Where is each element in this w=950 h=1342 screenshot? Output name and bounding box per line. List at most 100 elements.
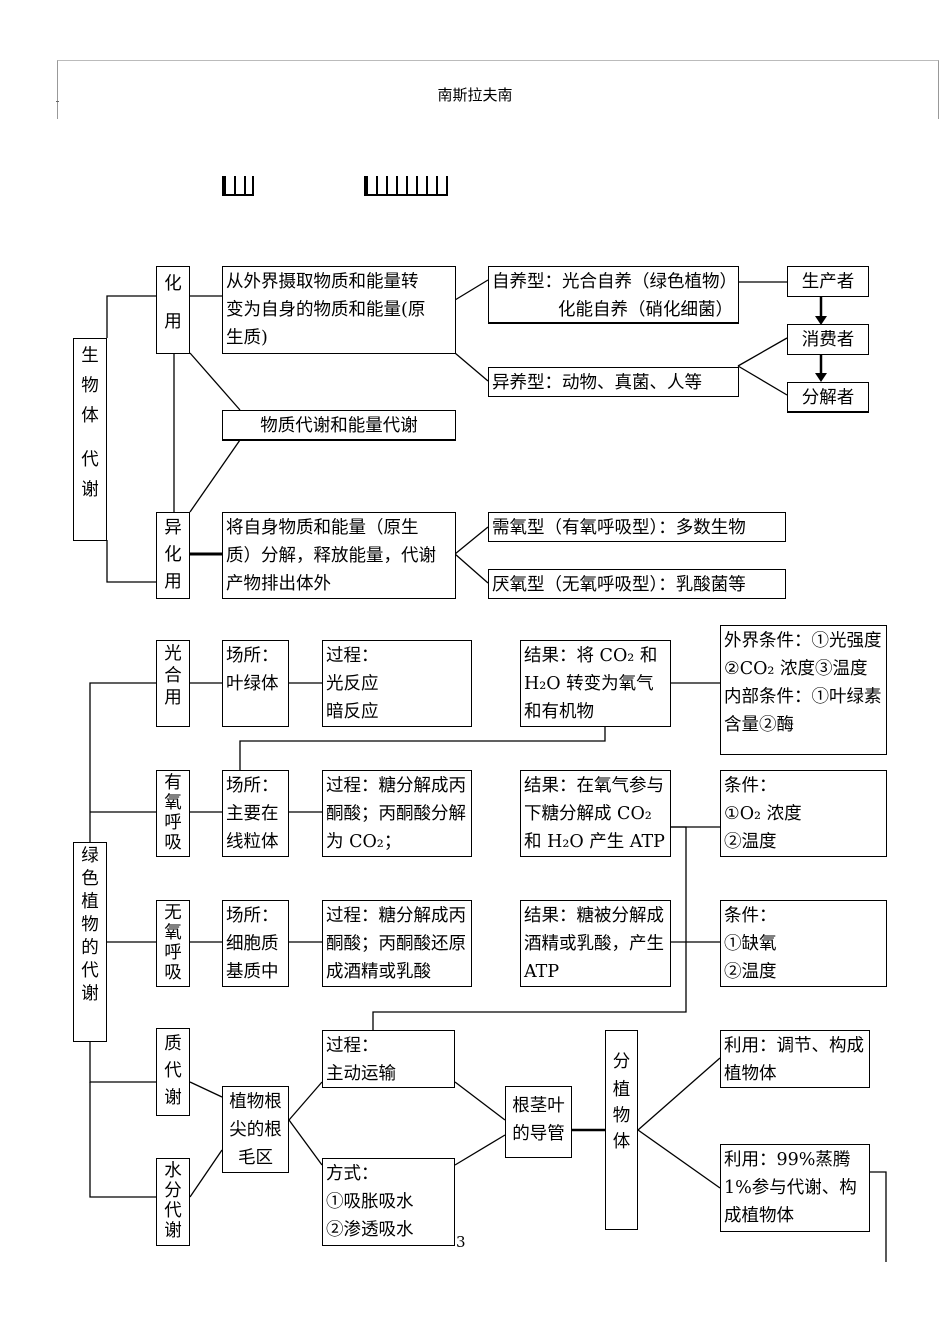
dissimilation-char: 异 — [164, 518, 182, 538]
water-char: 谢 — [164, 1221, 182, 1241]
anaero-process-box: 过程：糖分解成丙 酮酸；丙酮酸还原 成酒精或乳酸 — [322, 900, 472, 987]
dissimilation-desc-line: 质）分解，释放能量，代谢 — [226, 546, 436, 566]
aero-char: 有 — [164, 773, 182, 793]
photo-cond-line: 内部条件：①叶绿素 — [724, 687, 882, 707]
organism-char: 谢 — [81, 480, 99, 500]
aero-process-line: 酮酸；丙酮酸分解 — [326, 804, 466, 824]
plant-char: 物 — [81, 915, 99, 935]
photo-process-line: 过程： — [326, 646, 379, 666]
page-header-title: 南斯拉夫南 — [437, 86, 513, 104]
photo-result-line: 和有机物 — [524, 702, 594, 722]
anaero-result-line: 结果：糖被分解成 — [524, 906, 664, 926]
dissimilation-char: 化 — [164, 545, 182, 565]
photo-place-line: 叶绿体 — [226, 674, 279, 694]
title-glyphs-right — [364, 176, 448, 196]
assimilation-desc-box: 从外界摄取物质和能量转 变为自身的物质和能量(原 生质) — [222, 266, 456, 354]
dissimilation-desc-line: 产物排出体外 — [226, 574, 331, 594]
water-metabolism-label-box: 水 分 代 谢 — [156, 1158, 190, 1246]
anaero-process-line: 酮酸；丙酮酸还原 — [326, 934, 466, 954]
anaero-place-line: 细胞质 — [226, 934, 279, 954]
dissimilation-char: 用 — [164, 572, 182, 592]
water-method-line: 方式： — [326, 1164, 379, 1184]
photo-result-line: 结果：将 CO₂ 和 — [524, 646, 658, 666]
water-char: 代 — [164, 1201, 182, 1221]
anaero-place-box: 场所： 细胞质 基质中 — [222, 900, 289, 987]
page-number: 3 — [456, 1233, 466, 1251]
heterotroph-text: 异养型：动物、真菌、人等 — [492, 373, 702, 393]
plant-char: 代 — [81, 961, 99, 981]
anaero-cond-line: ①缺氧 — [724, 934, 777, 954]
vessel-line: 的导管 — [512, 1124, 565, 1144]
mineral-process-line: 主动运输 — [326, 1064, 396, 1084]
anaero-char: 无 — [164, 903, 182, 923]
anaero-place-line: 基质中 — [226, 962, 279, 982]
photo-result-box: 结果：将 CO₂ 和 H₂O 转变为氧气 和有机物 — [520, 640, 671, 727]
photo-cond-line: 外界条件：①光强度 — [724, 631, 882, 651]
mineral-char: 代 — [164, 1061, 182, 1081]
autotroph-line: 自养型：光合自养（绿色植物） — [492, 272, 737, 292]
organism-char: 体 — [81, 406, 99, 426]
aero-result-box: 结果：在氧气参与 下糖分解成 CO₂ 和 H₂O 产生 ATP — [520, 770, 671, 857]
plant-char: 绿 — [81, 846, 99, 866]
anaerobic-type-text: 厌氧型（无氧呼吸型）：乳酸菌等 — [492, 575, 746, 595]
dissimilation-desc-box: 将自身物质和能量（原生 质）分解，释放能量，代谢 产物排出体外 — [222, 512, 456, 599]
water-char: 水 — [164, 1161, 182, 1181]
aero-char: 呼 — [164, 813, 182, 833]
plant-char: 色 — [81, 869, 99, 889]
aero-char: 吸 — [164, 833, 182, 853]
root-line: 植物根 — [229, 1092, 282, 1112]
anaero-result-box: 结果：糖被分解成 酒精或乳酸，产生 ATP — [520, 900, 671, 987]
assimilation-label-box: 化 用 — [156, 266, 190, 354]
decomposer-box: 分解者 — [787, 382, 869, 413]
header-tick — [56, 101, 59, 102]
consumer-text: 消费者 — [801, 330, 855, 350]
use2-line: 利用：99%蒸腾 — [724, 1150, 851, 1170]
photo-cond-line: 含量②酶 — [724, 715, 794, 735]
water-method-line: ②渗透吸水 — [326, 1220, 414, 1240]
aero-process-box: 过程：糖分解成丙 酮酸；丙酮酸分解 为 CO₂； — [322, 770, 472, 857]
root-line: 尖的根 — [229, 1120, 282, 1140]
aero-process-line: 为 CO₂； — [326, 832, 402, 852]
title-glyphs-left — [222, 176, 254, 196]
anaero-char: 氧 — [164, 923, 182, 943]
organism-char: 物 — [81, 376, 99, 396]
aero-place-line: 场所： — [226, 776, 279, 796]
distribute-char: 物 — [612, 1106, 631, 1126]
anaerobic-type-box: 厌氧型（无氧呼吸型）：乳酸菌等 — [488, 569, 786, 599]
use-box-1: 利用：调节、构成 植物体 — [720, 1030, 870, 1088]
anaero-process-line: 过程：糖分解成丙 — [326, 906, 466, 926]
distribute-box: 分 植 物 体 — [605, 1030, 638, 1230]
center-label: 物质代谢和能量代谢 — [260, 416, 418, 436]
use2-line: 成植物体 — [724, 1206, 794, 1226]
anaero-process-line: 成酒精或乳酸 — [326, 962, 431, 982]
photo-place-line: 场所： — [226, 646, 279, 666]
distribute-char: 植 — [612, 1080, 631, 1100]
anaero-result-line: ATP — [524, 962, 560, 982]
mineral-metabolism-label-box: 质 代 谢 — [156, 1028, 190, 1116]
mineral-process-box: 过程： 主动运输 — [322, 1030, 455, 1088]
distribute-char: 分 — [612, 1052, 631, 1072]
plant-char: 植 — [81, 892, 99, 912]
page-header-frame — [57, 60, 939, 119]
anaero-conditions-box: 条件： ①缺氧 ②温度 — [720, 900, 887, 987]
vessel-line: 根茎叶 — [512, 1096, 565, 1116]
water-method-box: 方式： ①吸胀吸水 ②渗透吸水 — [322, 1158, 455, 1246]
assimilation-desc-line: 变为自身的物质和能量(原 — [226, 300, 426, 320]
vessel-box: 根茎叶 的导管 — [505, 1086, 572, 1158]
mineral-char: 谢 — [164, 1088, 182, 1108]
plant-char: 的 — [81, 938, 99, 958]
aero-cond-line: ②温度 — [724, 832, 777, 852]
aero-char: 氧 — [164, 793, 182, 813]
photosynthesis-label-box: 光 合 用 — [156, 640, 190, 727]
use2-line: 1%参与代谢、构 — [724, 1178, 857, 1198]
anaero-result-line: 酒精或乳酸，产生 — [524, 934, 664, 954]
photo-conditions-box: 外界条件：①光强度 ②CO₂ 浓度③温度 内部条件：①叶绿素 含量②酶 — [720, 625, 887, 755]
photo-process-line: 暗反应 — [326, 702, 379, 722]
mineral-char: 质 — [164, 1034, 182, 1054]
metabolism-center-box: 物质代谢和能量代谢 — [222, 410, 456, 441]
photo-char: 光 — [164, 644, 182, 664]
photo-process-box: 过程： 光反应 暗反应 — [322, 640, 472, 727]
dissimilation-desc-line: 将自身物质和能量（原生 — [226, 518, 419, 538]
photo-char: 用 — [164, 688, 182, 708]
organism-char — [74, 431, 106, 445]
